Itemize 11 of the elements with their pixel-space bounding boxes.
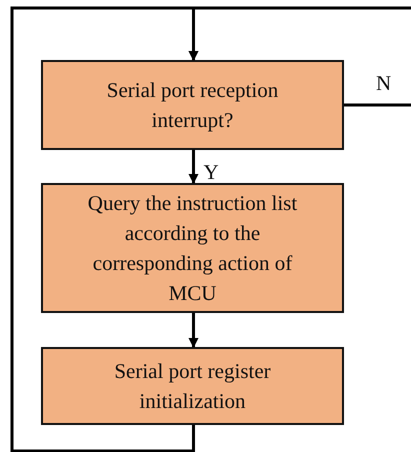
box-text: Serial port register initialization (113, 358, 272, 415)
arrow (188, 6, 411, 61)
process-box (41, 347, 344, 425)
arrow (188, 150, 198, 184)
process-box (41, 183, 344, 313)
arrow (188, 313, 198, 348)
box-text: Query the instruction list according to the corresponding action of MCU (86, 190, 298, 307)
process-box (41, 60, 344, 150)
edge-label: Y (204, 163, 219, 181)
box-text: Serial port reception interrupt? (106, 77, 280, 134)
edge-label: N (376, 74, 392, 92)
